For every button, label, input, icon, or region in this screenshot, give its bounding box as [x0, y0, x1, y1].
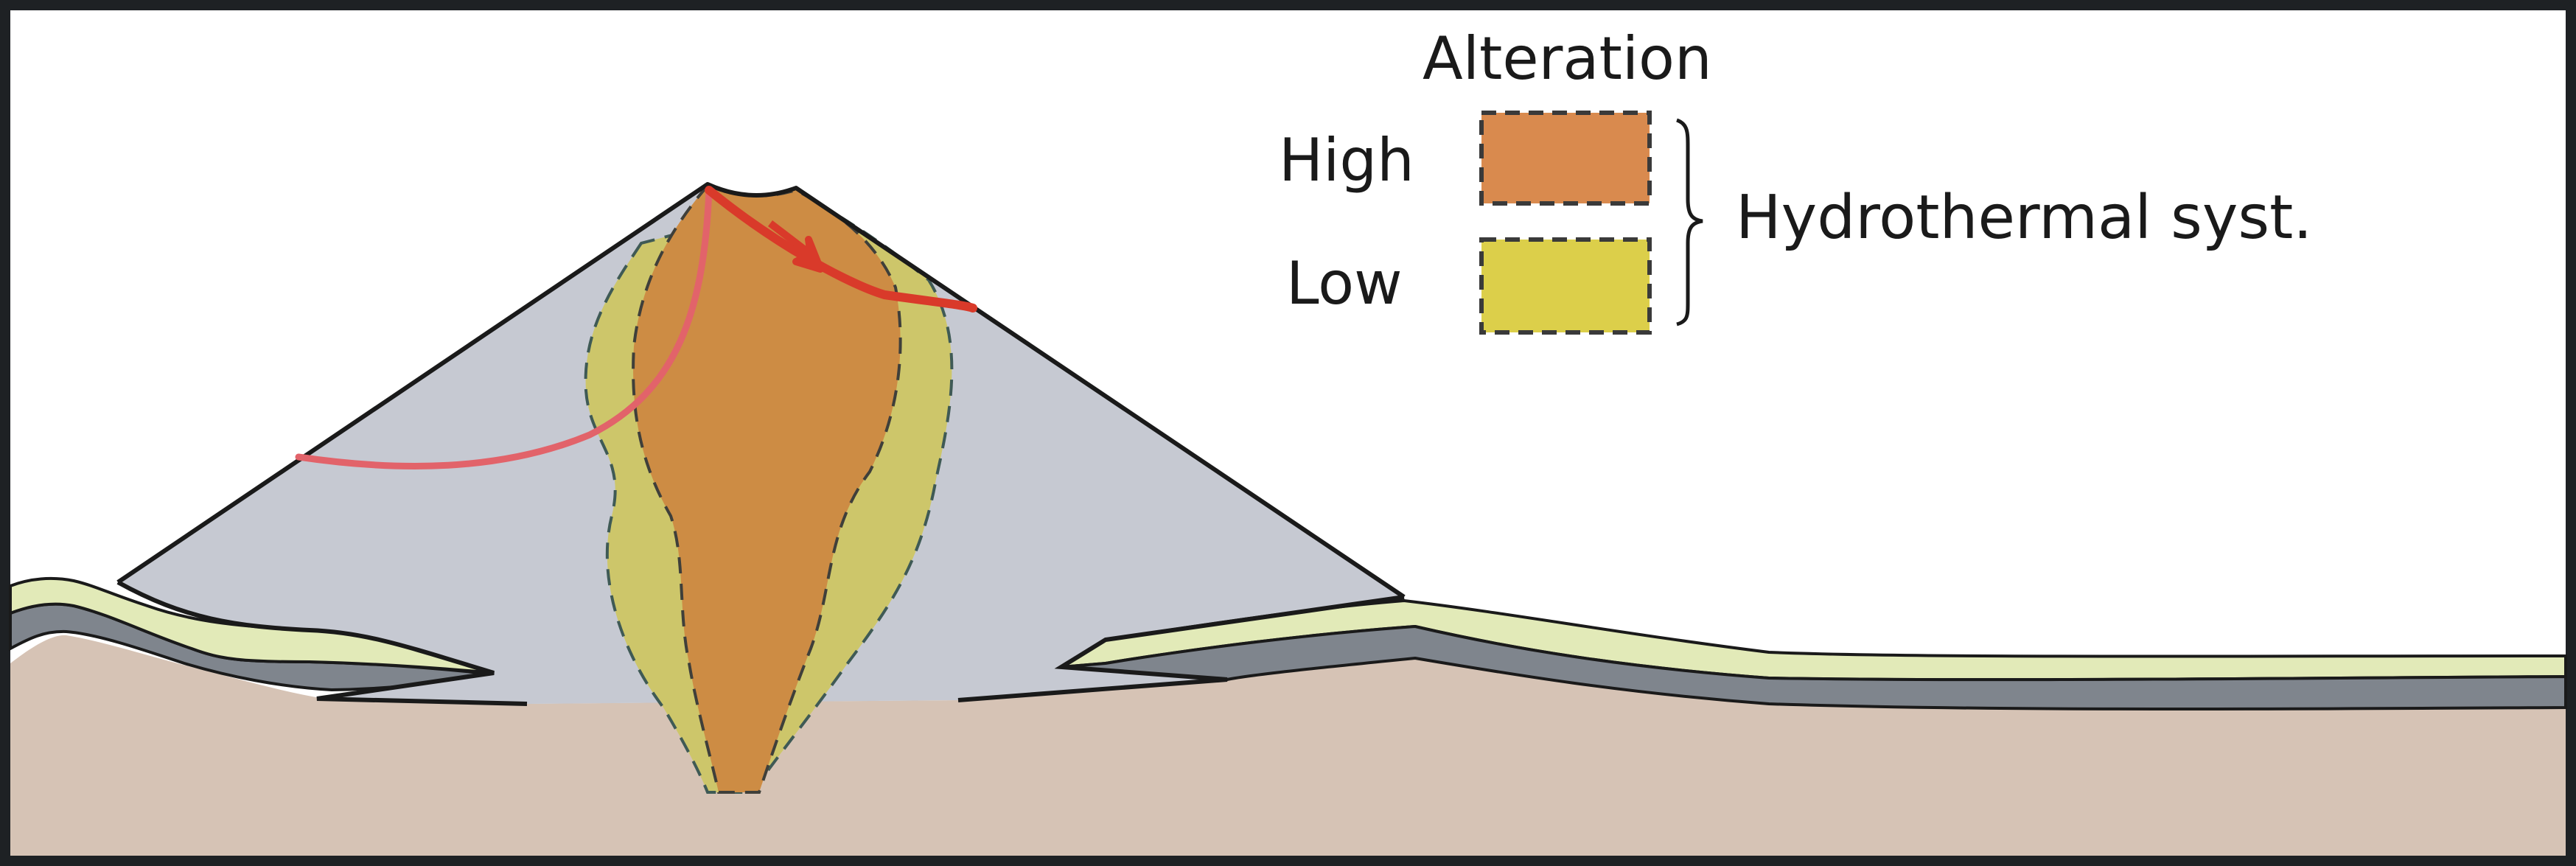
- legend-title: Alteration: [1423, 24, 1712, 93]
- legend-high-label: High: [1279, 126, 1414, 195]
- slip-direction-arrow: [767, 220, 824, 273]
- fault-primary-line: [705, 186, 977, 312]
- gray-sediment-right: [1061, 624, 2567, 711]
- legend-low-swatch: [1479, 237, 1652, 335]
- legend-high-swatch: [1479, 111, 1652, 206]
- high-alteration-zone: [632, 184, 902, 794]
- right-edifice-base-line: [957, 595, 1405, 702]
- volcano-outline: [116, 182, 1406, 599]
- fault-secondary-line: [295, 186, 713, 469]
- legend-low-label: Low: [1286, 249, 1403, 318]
- legend-group-label: Hydrothermal syst.: [1736, 183, 2313, 253]
- legend-brace-icon: [1676, 118, 1703, 327]
- left-edifice-base-line: [116, 580, 528, 706]
